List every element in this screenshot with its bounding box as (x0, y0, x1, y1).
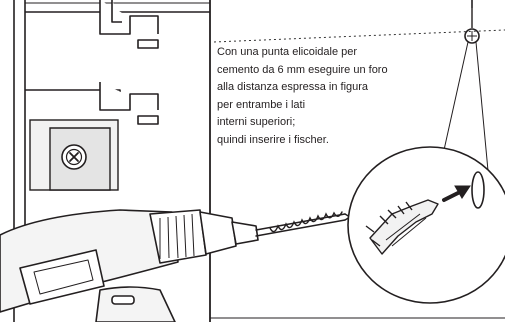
instruction-line: interni superiori; (217, 116, 296, 129)
instruction-line: alla distanza espressa in figura (217, 81, 369, 94)
wall-hole-icon (471, 171, 485, 209)
reference-dashed-line (213, 29, 505, 43)
instruction-line: quindi inserire i fischer. (217, 133, 329, 146)
hinge-bracket-top (99, 0, 159, 49)
screw-icon (61, 144, 87, 170)
hinge-bracket-middle (99, 82, 159, 125)
instruction-text: Con una punta elicoidale per cemento da … (217, 44, 417, 150)
detail-circle (347, 146, 505, 304)
insertion-arrow-icon (442, 185, 471, 202)
drill-bit-icon (255, 211, 352, 237)
instruction-line: Con una punta elicoidale per (217, 46, 358, 58)
measurement-marker (464, 0, 480, 44)
drill-icon (0, 209, 259, 322)
wall-anchor-icon (365, 199, 439, 255)
instruction-line: per entrambe i lati (217, 98, 306, 111)
instruction-line: cemento da 6 mm eseguire un foro (217, 63, 388, 76)
